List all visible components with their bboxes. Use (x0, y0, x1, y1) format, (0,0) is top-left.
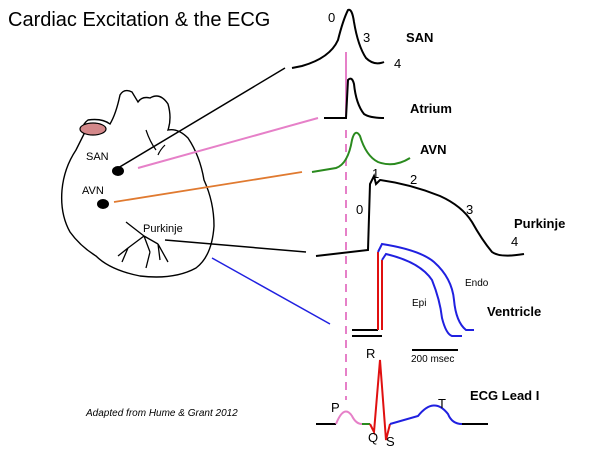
ventricle-label: Ventricle (487, 304, 541, 319)
ecg-q-label: Q (368, 430, 378, 445)
ecg-p-wave (335, 410, 363, 425)
ventricle-epi-label: Epi (412, 298, 426, 309)
connector-atrium (137, 117, 319, 169)
atrium-action-potential (324, 77, 385, 119)
ecg-t-label: T (438, 396, 446, 411)
san-node (112, 166, 124, 176)
heart-label-san: SAN (86, 151, 109, 163)
connector-san (117, 67, 286, 169)
purkinje-phase-3: 3 (466, 202, 473, 217)
san-action-potential (291, 8, 385, 69)
ecg-s-label: S (386, 434, 395, 449)
purkinje-phase-2: 2 (410, 172, 417, 187)
san-phase-3: 3 (363, 30, 370, 45)
connector-ventricle (211, 257, 331, 325)
heart-outline (60, 89, 215, 278)
ecg-p-label: P (331, 400, 340, 415)
atrium-trace: Atrium (324, 77, 452, 119)
ecg-qrs-complex (369, 359, 391, 441)
san-phase-0: 0 (328, 10, 335, 25)
purkinje-action-potential (315, 173, 525, 257)
san-phase-4: 4 (394, 56, 401, 71)
avn-node (97, 199, 109, 209)
ventricle-endo-label: Endo (465, 278, 489, 289)
ecg-t-wave (389, 404, 463, 425)
heart-interior-line-2 (157, 144, 166, 156)
purkinje-trace: 0 1 2 3 4 Purkinje (315, 166, 565, 257)
credit-text: Adapted from Hume & Grant 2012 (85, 408, 238, 419)
connector-avn (113, 171, 303, 203)
ventricle-trace: Endo Epi Ventricle 200 msec (352, 242, 541, 365)
avn-action-potential (311, 131, 411, 173)
heart-illustration: SAN AVN Purkinje (60, 89, 215, 278)
purkinje-phase-1: 1 (372, 166, 379, 181)
purkinje-branches (117, 221, 169, 269)
heart-interior-line (145, 129, 157, 151)
san-trace: 0 3 4 SAN (291, 8, 433, 71)
ventricle-upstroke-red (377, 252, 383, 330)
ecg-trace: P R Q S T ECG Lead I (316, 346, 539, 449)
diagram-title: Cardiac Excitation & the ECG (8, 9, 270, 31)
ecg-label: ECG Lead I (470, 388, 539, 403)
connector-purkinje (164, 239, 307, 253)
atrium-label: Atrium (410, 101, 452, 116)
heart-label-avn: AVN (82, 185, 104, 197)
san-label: SAN (406, 30, 433, 45)
purkinje-phase-0: 0 (356, 202, 363, 217)
ventricle-endo-ap (381, 252, 462, 337)
heart-vessel-opening (79, 122, 107, 136)
avn-label: AVN (420, 142, 446, 157)
heart-label-purkinje: Purkinje (143, 223, 183, 235)
avn-trace: AVN (311, 131, 446, 173)
ventricle-epi-ap (377, 242, 474, 331)
purkinje-label: Purkinje (514, 216, 565, 231)
scale-bar-label: 200 msec (411, 354, 454, 365)
ecg-r-label: R (366, 346, 375, 361)
purkinje-phase-4: 4 (511, 234, 518, 249)
